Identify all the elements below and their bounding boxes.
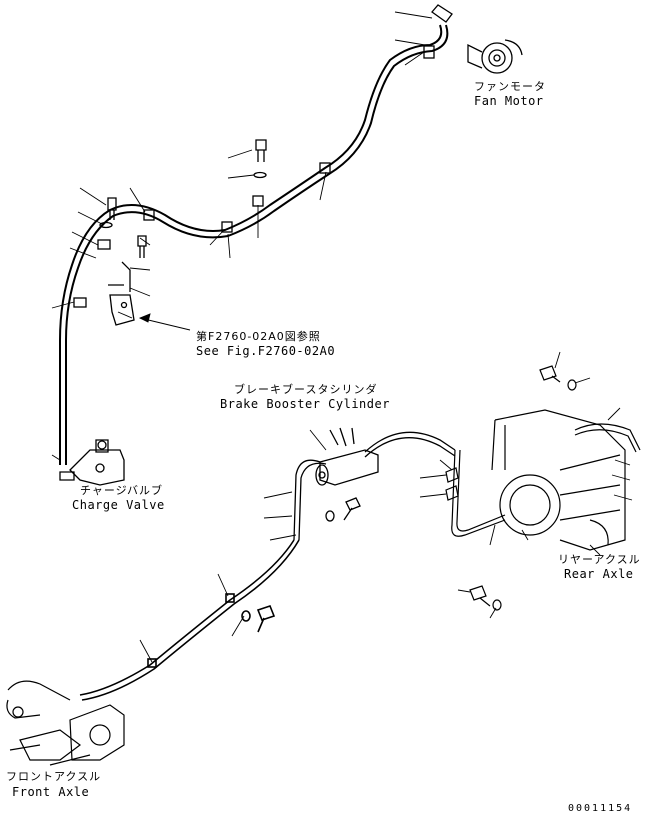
rear-axle (445, 365, 641, 611)
fan-motor (431, 4, 523, 74)
see-fig-label-en: See Fig.F2760-02A0 (196, 344, 336, 358)
lower-hose (79, 539, 300, 701)
rear-axle-label-jp: リヤーアクスル (558, 553, 641, 566)
drawing-number: 00011154 (568, 803, 633, 814)
brake-booster-cylinder (293, 427, 456, 541)
upper-hose (59, 24, 449, 465)
fan-motor-label-en: Fan Motor (474, 94, 544, 108)
front-axle (6, 680, 125, 766)
front-axle-label-jp: フロントアクスル (6, 770, 102, 783)
charge-valve-label-en: Charge Valve (72, 498, 165, 512)
charge-valve-label-jp: チャージバルブ (80, 484, 164, 497)
leader-lines (51, 11, 633, 663)
front-axle-label-en: Front Axle (12, 785, 90, 799)
booster-bolt (325, 497, 361, 522)
rear-axle-label-en: Rear Axle (564, 567, 634, 581)
charge-valve (59, 439, 125, 486)
fan-motor-label-jp: ファンモータ (474, 80, 546, 93)
upper-hose-clamps (73, 45, 435, 326)
brake-booster-label-en: Brake Booster Cylinder (220, 397, 390, 411)
brake-booster-label-jp: ブレーキブースタシリンダ (234, 383, 378, 396)
see-fig-label-jp: 第F2760-02A0図参照 (196, 330, 321, 343)
